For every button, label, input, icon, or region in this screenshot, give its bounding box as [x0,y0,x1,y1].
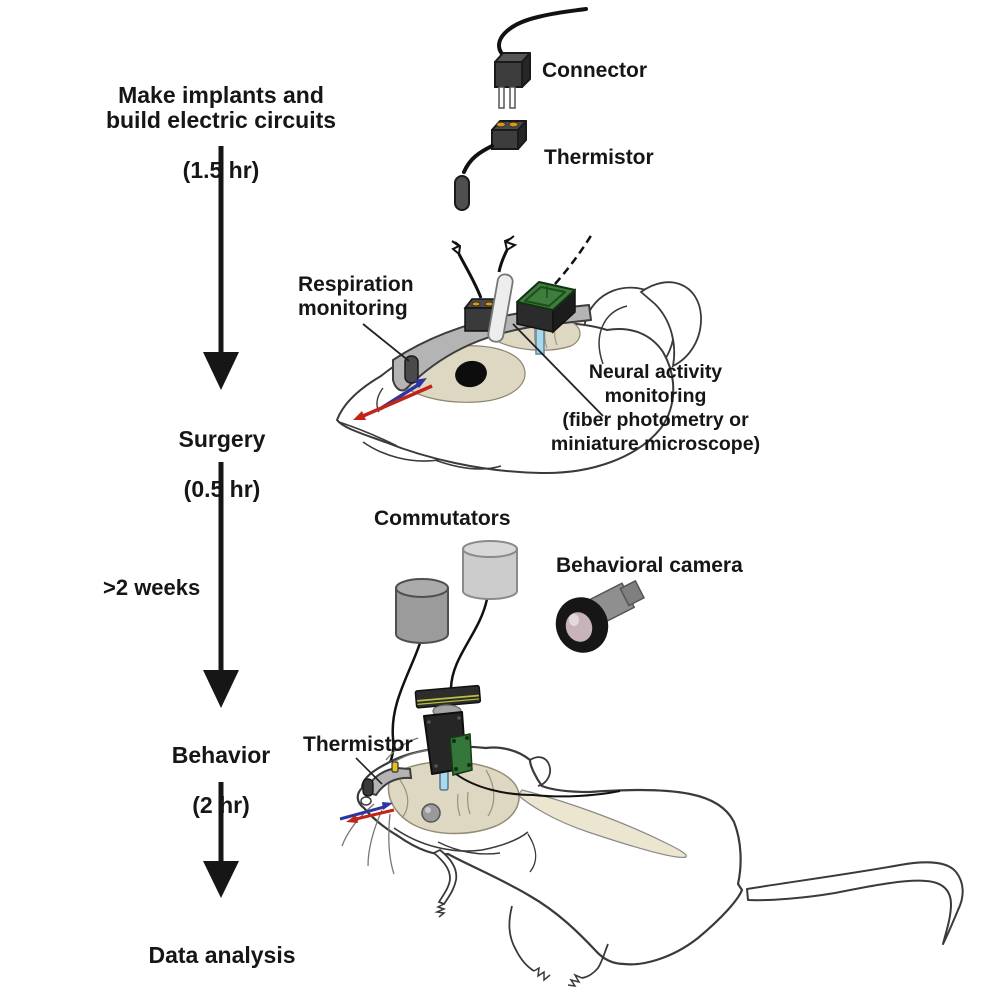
nasal-thermistor [404,355,419,384]
thermistor-bead [454,175,470,211]
step-duration: (1.5 hr) [182,157,260,183]
behavior-thermistor-label: Thermistor [303,733,413,756]
commutator-right [462,540,518,600]
connector-pin [509,86,516,109]
step-data-analysis: Data analysis (1 hr) [112,918,332,996]
neural-activity-label: Neural activity monitoring (fiber photom… [550,361,761,455]
step-make-implants: Make implants and build electric circuit… [85,58,357,208]
pcb-board [449,733,473,776]
nose-band [364,766,413,797]
thermistor-header [491,129,519,150]
thermistor-contact [508,121,519,128]
respiration-monitoring-label: Respiration monitoring [298,273,414,320]
step-surgery: Surgery (0.5 hr) [132,402,312,527]
step-behavior: Behavior (2 hr) [131,718,311,843]
hind-leg [508,905,535,972]
step-duration: (2 hr) [192,792,250,818]
connector-box [494,61,523,88]
mouse-eye [421,803,441,823]
commutators-label: Commutators [374,507,511,530]
connector-wire [497,7,588,56]
respiration-pointer-line [362,323,410,362]
optical-fiber [535,327,545,355]
connector-label: Connector [542,59,647,82]
step-duration: (1 hr) [112,993,332,996]
inhale-arrow-icon [339,802,393,821]
down-arrow-2-icon [203,462,239,708]
slack-wire [455,773,621,798]
implant-components-illustration [454,7,588,211]
head-detail-lines [399,769,495,819]
hind-paw-toes [567,973,583,987]
behavioral-camera [555,579,646,653]
thermistor-wire [462,144,494,174]
cannula [487,235,518,343]
mouse-eye [455,360,487,388]
chin-line [434,459,502,470]
whiskers [341,737,429,875]
behavior-scene-illustration [339,540,964,987]
front-leg [432,848,458,906]
commutator-left [395,578,449,644]
back-stripe [517,789,687,859]
mouse-tail [746,861,964,945]
hind-paw-toes [533,966,551,982]
exhale-arrow-icon [346,808,395,823]
connector-illustration [494,7,588,109]
miniscope [516,233,594,355]
step-title: Make implants and build electric circuit… [105,82,337,133]
surgery-scene-illustration [336,233,702,475]
connector-pin [498,86,505,109]
thermistor-label: Thermistor [544,146,654,169]
jaw-line [362,441,440,462]
neural-pointer-line [512,323,604,417]
nasal-thermistor [362,778,374,797]
thermistor-pointer-line [355,757,383,785]
step-title: Surgery [178,426,266,452]
commutator-wire [448,598,489,695]
thermistor-contact [496,121,506,128]
miniscope-stack [414,684,621,798]
frayed-wire-end [451,240,462,255]
thermistor-illustration [454,120,527,211]
step-title: Behavior [171,742,271,768]
exhale-arrow-icon [353,384,433,420]
dashed-lead [554,233,594,285]
band-connector [391,761,399,773]
mouse-ear [529,756,551,787]
interval-label: >2 weeks [103,575,201,600]
down-arrow-1-icon [203,146,239,390]
mouse-ear [639,281,702,368]
frayed-wire-end [503,235,518,251]
behavioral-camera-label: Behavioral camera [556,554,743,577]
nose-tip [360,796,372,806]
down-arrow-3-icon [203,782,239,898]
step-duration: (0.5 hr) [183,476,261,502]
step-title: Data analysis [148,942,296,968]
front-paw-toes [434,903,447,918]
mouth-line [338,421,398,447]
inner-ear-line [598,305,628,365]
hind-leg [581,943,609,979]
